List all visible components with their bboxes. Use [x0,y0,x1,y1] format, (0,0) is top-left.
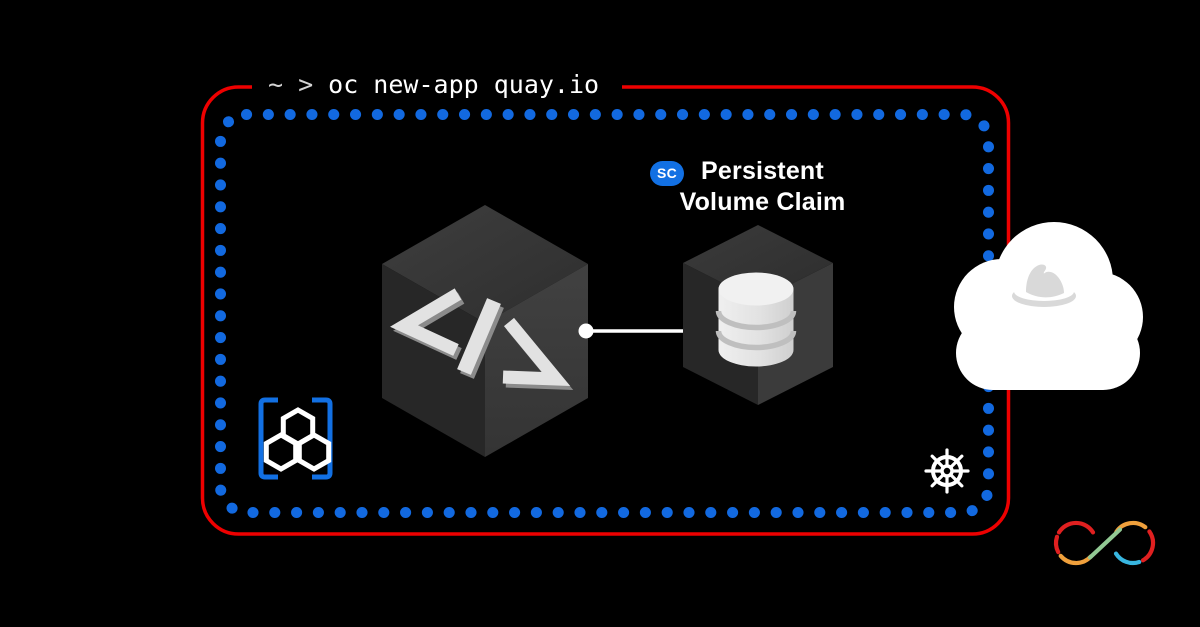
connector-dot [578,323,594,339]
quay-brackets [258,397,333,480]
pvc-label-line1: Persistent [701,157,824,185]
storage-cube-icon [683,225,833,405]
terminal-command: ~ > oc new-app quay.io [268,70,599,100]
pvc-label: Persistent Volume Claim [640,156,885,218]
redhat-cloud-icon [954,222,1143,390]
connector-line [578,323,691,339]
red-border [200,85,1011,536]
dev-loop-infinity-icon [1053,520,1156,566]
code-symbol-icon [390,288,574,391]
kubernetes-wheel-icon [924,448,970,494]
border-gap-mask [252,79,622,95]
database-icon [715,272,797,367]
code-cube-icon [382,205,588,457]
fedora-hat-icon [1012,264,1076,307]
quay-logo-icon [258,397,333,480]
pvc-label-line2: Volume Claim [679,188,846,216]
quay-hexagons [263,407,332,472]
terminal-command-text: oc new-app quay.io [328,70,600,99]
terminal-prompt: ~ > [268,70,314,99]
dotted-border [215,109,994,518]
sc-badge: SC [650,161,684,186]
